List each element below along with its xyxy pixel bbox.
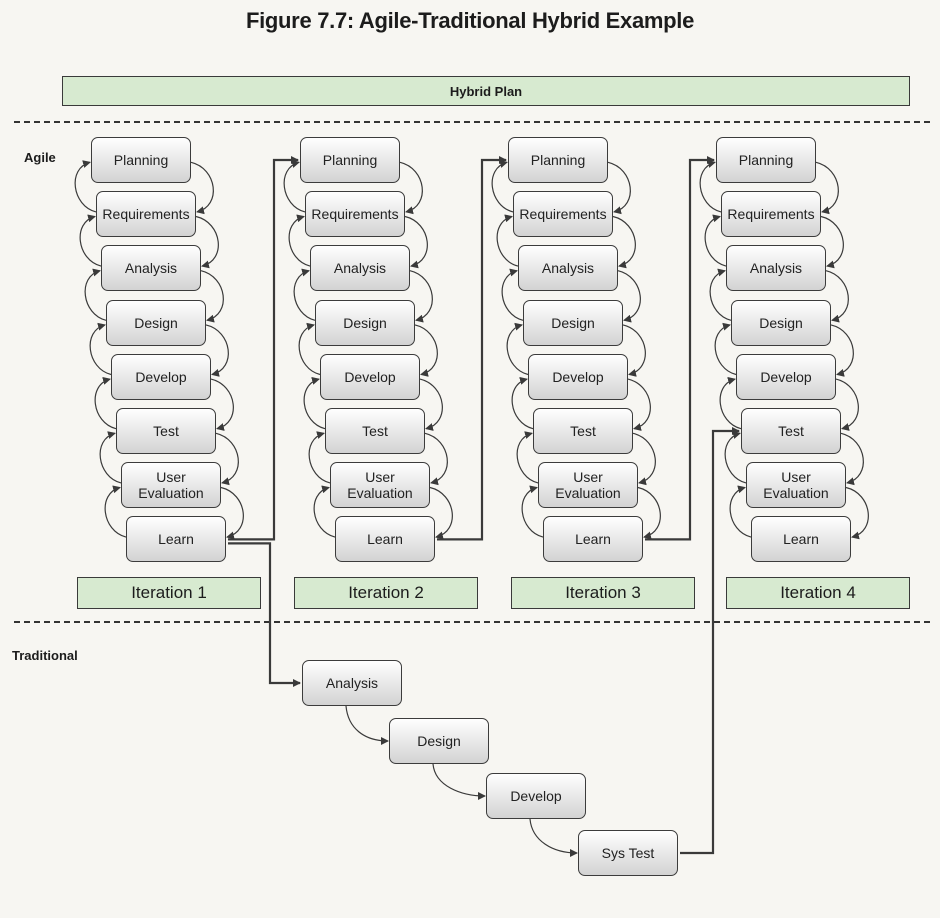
agile-step-design-iter3: Design — [523, 299, 623, 346]
agile-bottom-divider — [14, 621, 930, 623]
agile-label: Agile — [24, 150, 56, 165]
agile-step-requirements-iter4: Requirements — [721, 191, 821, 238]
agile-step-analysis-iter4: Analysis — [726, 245, 826, 292]
traditional-step-analysis: Analysis — [302, 660, 402, 706]
agile-step-user-evaluation-iter4: User Evaluation — [746, 462, 846, 509]
agile-top-divider — [14, 121, 930, 123]
agile-step-test-iter4: Test — [741, 408, 841, 454]
agile-step-develop-iter4: Develop — [736, 353, 836, 400]
agile-step-requirements-iter3: Requirements — [513, 191, 613, 238]
agile-step-test-iter3: Test — [533, 408, 633, 454]
agile-step-learn-iter1: Learn — [126, 516, 226, 563]
iteration-3-bar: Iteration 3 — [511, 577, 695, 609]
agile-step-learn-iter4: Learn — [751, 516, 851, 563]
agile-step-develop-iter1: Develop — [111, 353, 211, 400]
iteration-1-bar: Iteration 1 — [77, 577, 261, 609]
traditional-label: Traditional — [12, 648, 78, 663]
agile-step-requirements-iter1: Requirements — [96, 191, 196, 238]
agile-step-planning-iter4: Planning — [716, 137, 816, 183]
agile-step-design-iter1: Design — [106, 299, 206, 346]
hybrid-plan-bar: Hybrid Plan — [62, 76, 910, 106]
traditional-step-develop: Develop — [486, 773, 586, 819]
agile-step-design-iter4: Design — [731, 299, 831, 346]
iteration-4-bar: Iteration 4 — [726, 577, 910, 609]
traditional-step-sys-test: Sys Test — [578, 830, 678, 876]
figure-title: Figure 7.7: Agile-Traditional Hybrid Exa… — [245, 8, 695, 33]
agile-step-learn-iter3: Learn — [543, 516, 643, 563]
agile-step-design-iter2: Design — [315, 299, 415, 346]
agile-step-analysis-iter2: Analysis — [310, 245, 410, 292]
agile-step-test-iter1: Test — [116, 408, 216, 454]
agile-step-learn-iter2: Learn — [335, 516, 435, 563]
agile-step-develop-iter3: Develop — [528, 353, 628, 400]
agile-step-analysis-iter1: Analysis — [101, 245, 201, 292]
agile-step-requirements-iter2: Requirements — [305, 191, 405, 238]
agile-step-user-evaluation-iter2: User Evaluation — [330, 462, 430, 509]
agile-step-analysis-iter3: Analysis — [518, 245, 618, 292]
agile-step-planning-iter3: Planning — [508, 137, 608, 183]
agile-step-user-evaluation-iter1: User Evaluation — [121, 462, 221, 509]
traditional-step-design: Design — [389, 718, 489, 764]
agile-step-user-evaluation-iter3: User Evaluation — [538, 462, 638, 509]
agile-step-planning-iter1: Planning — [91, 137, 191, 183]
agile-step-test-iter2: Test — [325, 408, 425, 454]
iteration-2-bar: Iteration 2 — [294, 577, 478, 609]
agile-step-develop-iter2: Develop — [320, 353, 420, 400]
agile-step-planning-iter2: Planning — [300, 137, 400, 183]
